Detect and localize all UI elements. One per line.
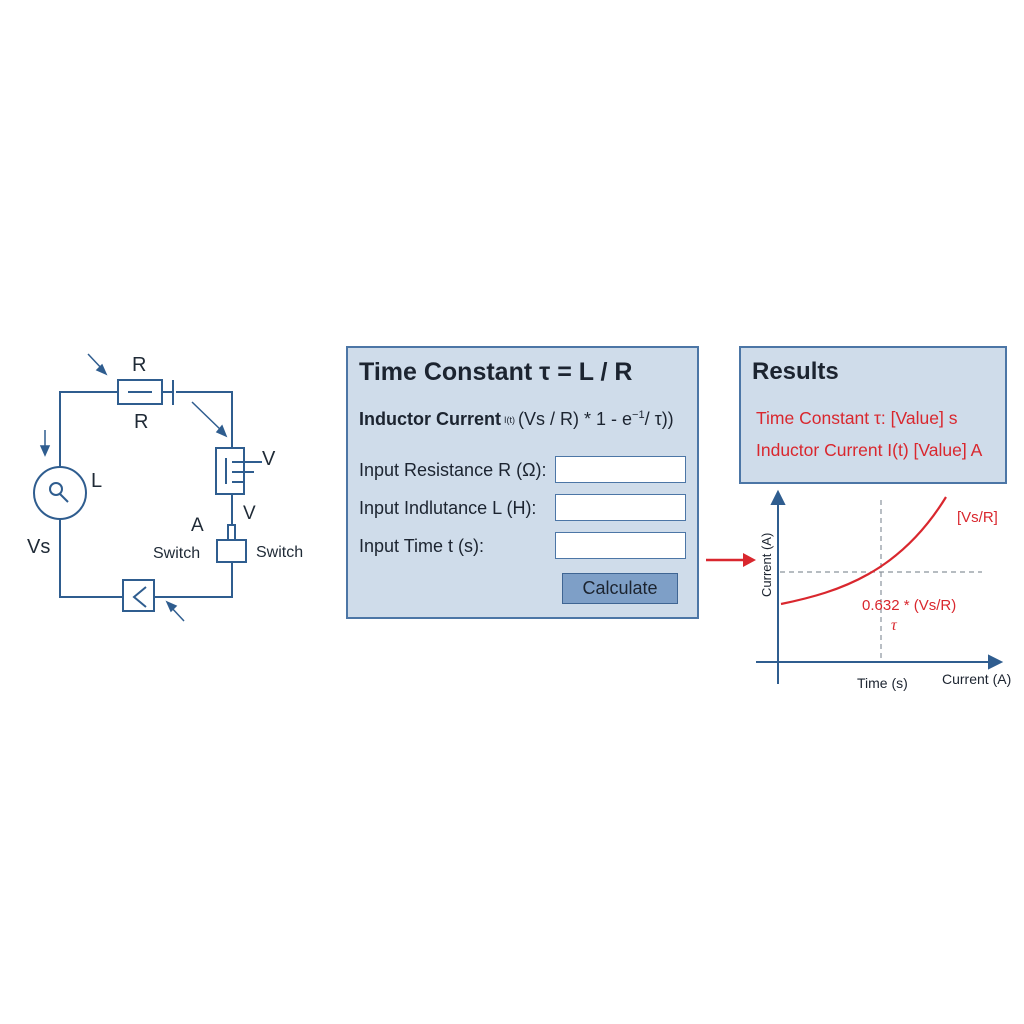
arrow-icon	[191, 401, 224, 433]
y-axis-label: Current (A)	[759, 533, 774, 597]
inductor-current-result: Inductor Current I(t) [Value] A	[756, 440, 983, 460]
calculate-button[interactable]: Calculate	[562, 573, 678, 604]
formula-exponent: −1	[632, 409, 645, 421]
tau-label: τ	[891, 617, 898, 634]
calculator-panel: Time Constant τ = L / R Inductor Current…	[346, 346, 699, 619]
inductance-label: Input Indlutance L (H):	[359, 498, 537, 518]
label-switch-right: Switch	[256, 544, 303, 561]
circuit-diagram: R R L Vs V V A Switch Switch	[27, 353, 303, 622]
calculator-title: Time Constant τ = L / R	[359, 358, 633, 386]
label-r-top: R	[132, 354, 146, 376]
x-axis-label: Time (s)	[857, 675, 908, 691]
diode	[122, 579, 155, 612]
label-vs: Vs	[27, 536, 50, 558]
label-a: A	[191, 515, 204, 536]
label-v-right: V	[262, 448, 276, 470]
time-constant-result: Time Constant τ: [Value] s	[756, 408, 958, 428]
wire-top	[59, 391, 118, 493]
x-axis-end-label: Current (A)	[942, 671, 1011, 687]
label-switch-left: Switch	[153, 545, 200, 562]
time-input[interactable]	[555, 532, 686, 559]
resistance-input[interactable]	[555, 456, 686, 483]
formula-tail: / τ))	[644, 409, 674, 429]
current-curve	[780, 496, 947, 606]
formula-expression: (Vs / R) * 1 - e	[518, 409, 633, 429]
formula-label: Inductor Current	[359, 409, 501, 429]
formula-small: I(t)	[504, 415, 515, 426]
curve-asymptote-label: [Vs/R]	[957, 509, 998, 526]
results-panel: Results Time Constant τ: [Value] s Induc…	[739, 346, 1007, 484]
pointer-arrow-icon	[706, 553, 756, 567]
current-graph: Current (A) Time (s) Current (A) [Vs/R] …	[706, 489, 1011, 691]
label-r-bottom: R	[134, 411, 148, 433]
point-label: 0.632 * (Vs/R)	[862, 597, 956, 614]
label-v-mid: V	[243, 503, 256, 524]
time-label: Input Time t (s):	[359, 536, 485, 556]
label-l: L	[91, 470, 102, 492]
switch	[216, 539, 247, 563]
inductance-input[interactable]	[555, 494, 686, 521]
results-title: Results	[752, 358, 839, 385]
resistance-label: Input Resistance R (Ω):	[359, 460, 547, 480]
